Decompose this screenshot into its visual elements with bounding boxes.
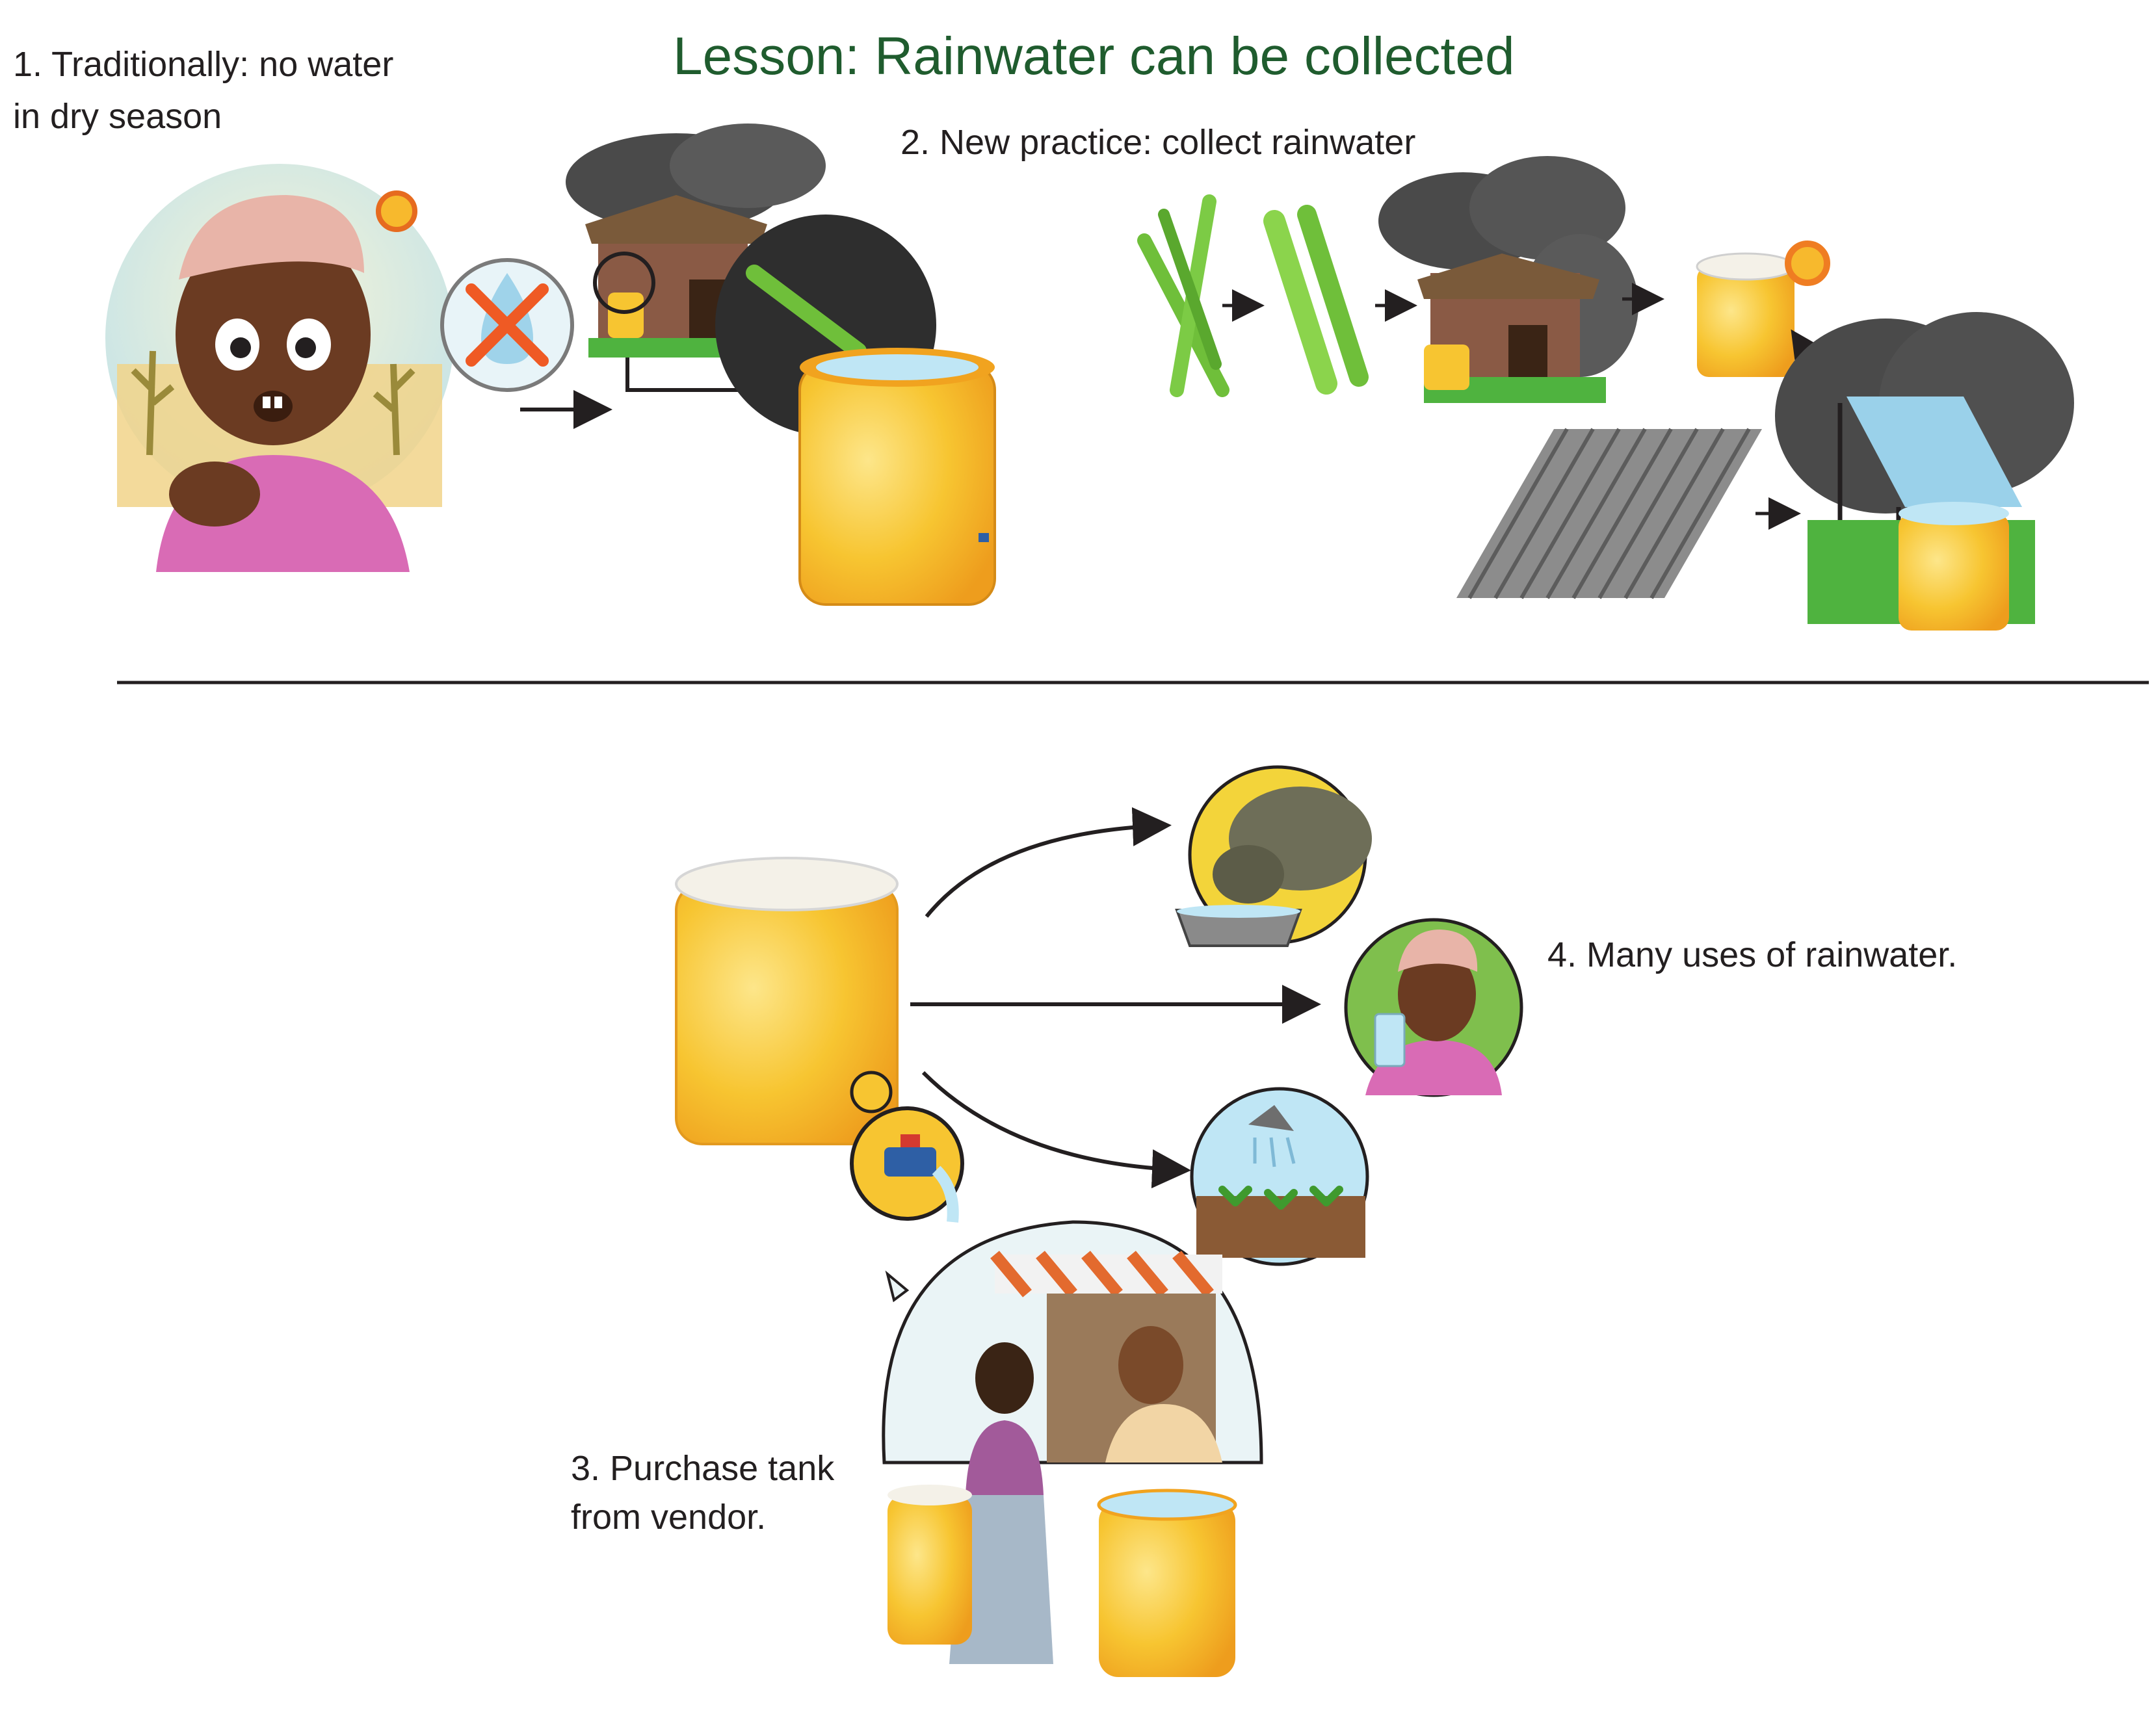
use-arrow-3 (921, 1071, 1191, 1189)
step2-caption: 2. New practice: collect rainwater (901, 123, 1416, 162)
covered-tank-icon (1696, 241, 1830, 377)
rain-barrel-icon (715, 215, 996, 606)
big-covered-tank-icon (675, 857, 899, 1145)
watering-plants-icon (1190, 1087, 1369, 1266)
split-bamboo-gutter-icon (1263, 205, 1369, 395)
use-arrow-1 (925, 807, 1172, 918)
child-drinking-icon (1344, 918, 1523, 1097)
house-with-gutter-icon (566, 124, 826, 392)
step3-caption-line2: from vendor. (571, 1498, 767, 1537)
step1-caption-line1: 1. Traditionally: no water (13, 45, 394, 84)
livestock-drinking-icon (1175, 765, 1372, 947)
thirsty-child-icon (105, 164, 454, 572)
roof-collection-tank-icon (1775, 312, 2074, 631)
corrugated-sheet-icon (1456, 428, 1762, 599)
house-with-gutter-icon-2 (1378, 156, 1638, 403)
step3-caption-line1: 3. Purchase tank (571, 1449, 835, 1488)
tap-icon (850, 1106, 964, 1223)
page-title: Lesson: Rainwater can be collected (673, 27, 1515, 86)
step1-caption-line2: in dry season (13, 97, 222, 136)
step4-caption: 4. Many uses of rainwater. (1547, 935, 1958, 974)
bamboo-stalks-icon (1137, 194, 1229, 397)
tank-vendor-shop-icon (882, 1220, 1263, 1677)
no-water-drop-icon (440, 258, 574, 392)
